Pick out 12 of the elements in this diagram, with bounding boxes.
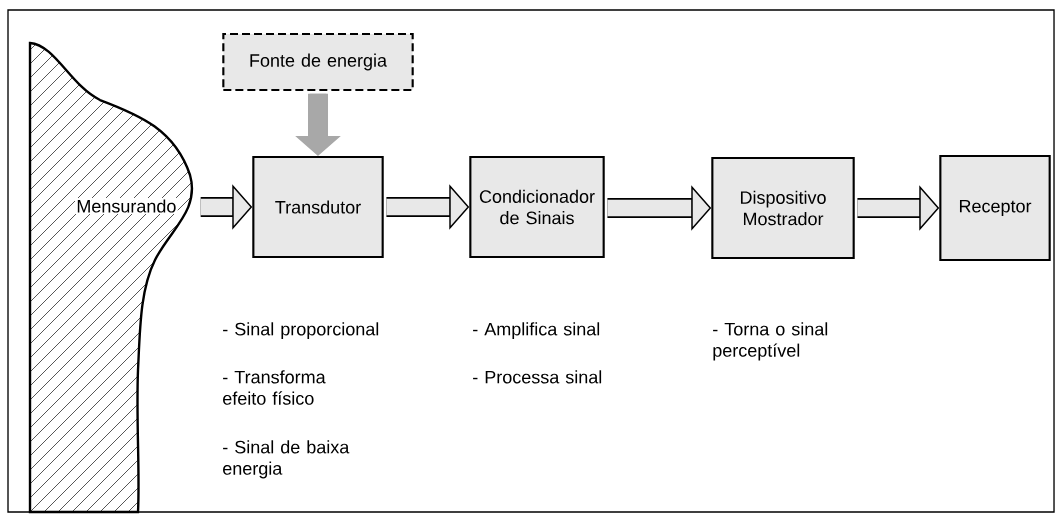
block-box: Fonte de energia [222,32,414,92]
block-box: Transdutor [252,155,384,259]
note-text: - Processa sinal [473,370,602,384]
block-box: Condicionador de Sinais [469,155,605,259]
block-box: Receptor [939,154,1051,262]
blob-label: Mensurando [75,198,178,214]
block-box: Dispositivo Mostrador [711,156,855,260]
note-text: - Sinal proporcional [223,322,379,340]
note-text: - Torna o sinal perceptível [713,322,828,361]
note-text: - Transforma efeito físico [223,370,326,405]
note-text: - Amplifica sinal [473,322,600,340]
note-text: - Sinal de baixa energia [223,440,350,479]
